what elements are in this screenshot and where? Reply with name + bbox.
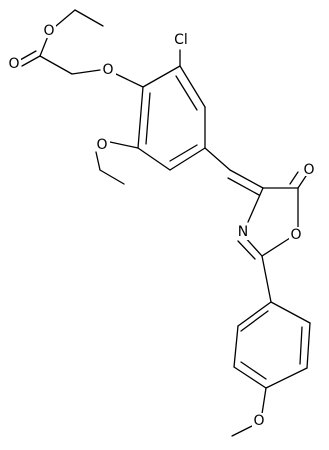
- atom-o-ethoxy: O: [96, 137, 107, 153]
- bond-ch-c4-double-a: [229, 169, 264, 189]
- oxazolone-ring: [237, 171, 307, 260]
- atom-o-carbonyl-ester: O: [8, 56, 19, 72]
- bond-ring1-f: [137, 86, 144, 149]
- atom-o-methoxy: O: [253, 413, 264, 429]
- bond-ring2-d: [265, 367, 308, 389]
- bond-c5-o-carbonyl-b: [289, 171, 299, 185]
- bond-o-ethoxy-ch2: [95, 151, 101, 171]
- bond-ethyl-ch3-ch2: [74, 9, 104, 27]
- bond-ring1-a: [142, 65, 181, 88]
- bond-o-ring-c2: [261, 237, 291, 257]
- bond-c2-aryl: [261, 255, 272, 303]
- bond-c2-n-b: [237, 240, 256, 260]
- atom-cl: Cl: [174, 32, 188, 48]
- bond-ch2-o-ether: [71, 69, 101, 75]
- bond-ring1-b-inner: [175, 75, 198, 111]
- bond-ring-ch: [204, 147, 231, 171]
- benzene-ring-upper: [95, 49, 206, 185]
- bond-ring1-b: [179, 65, 206, 108]
- bond-c5-o-carbonyl-a: [297, 175, 307, 189]
- bond-ring2-o-methoxy: [261, 387, 267, 415]
- bond-ring2-a-inner: [240, 310, 269, 332]
- bond-ring1-e: [137, 147, 171, 171]
- bond-carbonyl-c-o-double-b: [19, 50, 37, 61]
- bond-ring1-d: [169, 147, 206, 171]
- methoxyphenyl-ring: [231, 255, 311, 437]
- bond-ring2-c-inner: [240, 361, 267, 380]
- bond-ring2-a: [237, 301, 272, 327]
- methylidene-linker: [204, 147, 264, 196]
- atom-labels: O O O Cl O O N O O: [7, 23, 316, 429]
- bond-ethoxy-ch2-ch3: [99, 169, 125, 185]
- bond-ring1-d-inner: [169, 144, 198, 162]
- bond-carbonyl-c-o-double-a: [21, 55, 41, 67]
- bond-ring2-f: [270, 301, 311, 324]
- bond-ethyl-ch2-o: [55, 9, 76, 27]
- bond-ring2-c: [233, 366, 267, 389]
- ethyl-ester-group: [19, 9, 104, 75]
- atom-n-ring: N: [238, 224, 248, 240]
- bond-ring2-e-inner: [299, 326, 303, 365]
- atom-o-ether: O: [102, 62, 113, 78]
- atom-o-lactone-carbonyl: O: [303, 162, 314, 178]
- bond-n-c4: [247, 187, 264, 223]
- bond-o-methoxy-ch3: [231, 425, 253, 437]
- bond-o-ether-ring: [115, 73, 144, 88]
- bond-ch-c4-double-b: [227, 177, 260, 196]
- bond-o-carbonyl-c: [39, 35, 49, 57]
- bond-carbonyl-c-ch2: [39, 55, 73, 75]
- bond-ring-o-ethoxy: [109, 141, 139, 149]
- atom-o-ester: O: [43, 23, 54, 39]
- bond-ring2-b: [233, 325, 239, 368]
- bond-ring1-f-inner: [145, 92, 151, 145]
- bond-ring2-e: [306, 322, 311, 369]
- atom-o-ring: O: [290, 227, 301, 243]
